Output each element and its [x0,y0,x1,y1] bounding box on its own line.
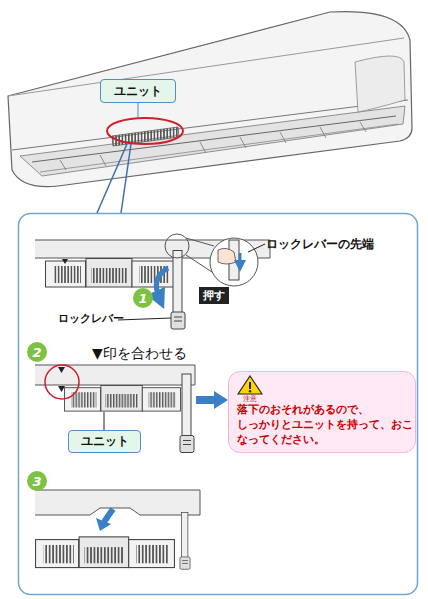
action-label: 押す [199,287,229,304]
step2-illustration-part [45,365,79,399]
detail-panel [19,214,418,595]
step-number: 2 [27,342,47,362]
step2-illustration-part [196,396,216,404]
step1-illustration-part [186,255,212,272]
step-number: 1 [133,288,153,308]
step2-illustration-part [104,412,105,430]
step2-illustration [35,365,228,453]
step2-illustration-part [58,367,65,373]
air-conditioner-part-part [320,127,326,138]
step1-illustration-part [210,238,258,286]
node-text: 2 [32,345,41,360]
step1-illustration-part [165,234,189,258]
air-conditioner-part [32,116,396,162]
step3-illustration-part [96,518,111,531]
instruction-label: ▼印を合わせる [92,345,187,363]
zoom-lines-part [121,144,131,213]
step3-illustration-part [180,512,190,569]
exclamation-bar [249,382,251,389]
caution-box: 注意落下のおそれがあるので、 しっかりとユニットを持って、おこ なってください。 [228,371,416,453]
air-conditioner-part-part [240,137,246,148]
air-conditioner-part [60,122,366,170]
node-text: 3 [32,474,41,489]
air-conditioner-part [20,106,405,176]
step2-illustration-part [180,374,194,453]
step1-illustration-part [186,238,214,246]
caution-text: 落下のおそれがあるので、 しっかりとユニットを持って、おこ なってください。 [237,402,415,447]
zoom-lines [97,144,131,213]
step2-illustration-part [58,386,65,392]
caution-triangle [238,376,262,394]
air-conditioner-part-part [280,132,286,143]
air-conditioner-part [355,56,405,112]
node-text: ユニット [114,83,162,100]
air-conditioner-part [8,12,412,187]
part-label: ロックレバーの先端 [266,236,374,253]
air-conditioner-part-part [60,160,66,170]
air-conditioner-part [8,38,404,96]
caution-heading: 注意 [235,394,265,404]
step2-illustration-part [64,385,180,411]
air-conditioner-part-part [100,155,106,166]
step3-illustration-part [104,509,113,522]
highlight-ellipse [107,118,183,144]
air-conditioner-part [40,124,398,172]
node-text: ユニット [81,433,129,450]
step2-illustration-part [35,365,195,385]
air-conditioner [8,12,412,187]
step3-illustration-part [36,537,175,568]
step1-illustration-part [62,259,68,264]
air-conditioner-part-part [360,122,366,132]
exclamation-dot [249,390,251,392]
step1-illustration-part [171,251,185,330]
step1-illustration-part [239,253,242,266]
part-label: ロックレバー [58,312,124,326]
step1-illustration [35,234,270,329]
step1-illustration-part [218,248,236,264]
step3-illustration [35,490,200,569]
step-number: 3 [27,471,47,491]
step1-illustration-part [118,318,171,320]
caution-icon [237,375,263,395]
step1-illustration-part [156,268,168,300]
step1-illustration-part [248,244,265,252]
step3-illustration-part [35,490,200,515]
label-box: ユニット [100,79,176,103]
air-conditioner-part-part [200,142,206,153]
node-text: 1 [138,291,147,306]
step2-illustration-part [214,391,228,409]
label-box: ユニット [68,430,141,453]
